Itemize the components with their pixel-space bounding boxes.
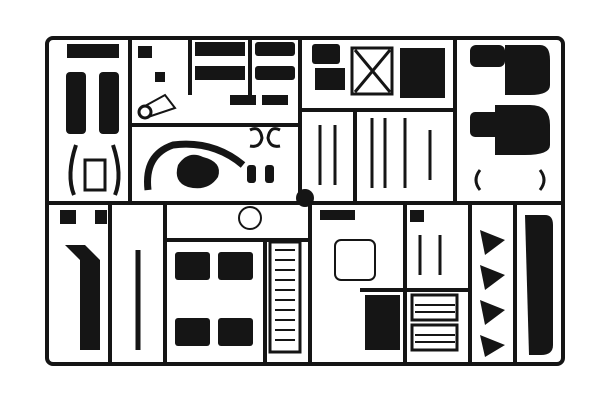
sprue-parts <box>60 42 553 357</box>
sprue-frame <box>45 36 565 366</box>
sprue-hub <box>296 189 314 207</box>
